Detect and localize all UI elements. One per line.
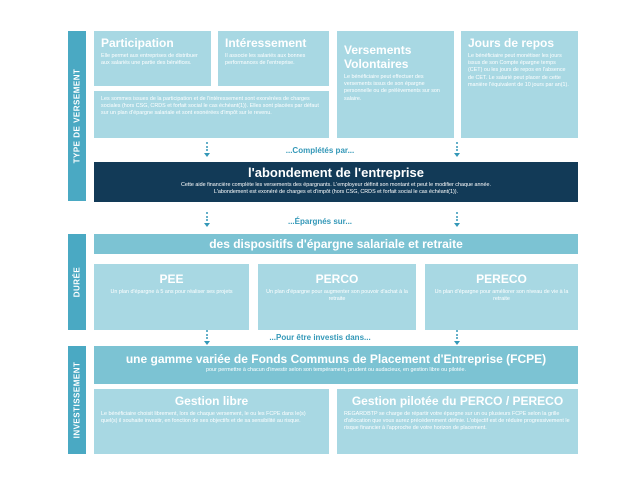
- arrow-down-icon: [454, 330, 460, 345]
- pereco-title: PERECO: [476, 272, 527, 286]
- jours-title: Jours de repos: [468, 36, 555, 50]
- pee-title: PEE: [159, 272, 184, 286]
- interessement-title: Intéressement: [225, 36, 307, 50]
- perco-text: Un plan d'épargne pour augmenter son pou…: [266, 289, 408, 303]
- gestion-pilotee-title: Gestion pilotée du PERCO / PERECO: [351, 394, 564, 408]
- gestion-libre-box: Gestion libre Le bénéficiaire choisit li…: [94, 389, 329, 454]
- sidebar-label-duree: DURÉE: [72, 266, 82, 298]
- participation-interessement-detail-box: Les sommes issues de la participation et…: [94, 91, 329, 138]
- pee-text: Un plan d'épargne à 5 ans pour réaliser …: [110, 289, 233, 295]
- abondement-line2: L'abondement est exonéré de charges et d…: [213, 189, 459, 196]
- fcpe-box: une gamme variée de Fonds Communs de Pla…: [94, 346, 578, 384]
- participation-box: Participation Elle permet aux entreprise…: [94, 31, 211, 86]
- versements-title: Versements Volontaires: [344, 43, 412, 71]
- gestion-libre-text: Le bénéficiaire choisit librement, lors …: [101, 411, 306, 425]
- versements-volontaires-box: Versements Volontaires Le bénéficiaire p…: [337, 31, 454, 138]
- dispositifs-box: des dispositifs d'épargne salariale et r…: [94, 234, 578, 254]
- jours-de-repos-box: Jours de repos Le bénéficiaire peut moné…: [461, 31, 578, 138]
- gestion-libre-title: Gestion libre: [174, 394, 249, 408]
- interessement-box: Intéressement Il associe les salariés au…: [218, 31, 329, 86]
- arrow-down-icon: [204, 330, 210, 345]
- arrow-down-icon: [204, 212, 210, 227]
- abondement-line1: Cette aide financière complète les verse…: [181, 182, 491, 188]
- perco-title: PERCO: [315, 272, 359, 286]
- connector-epargnes-sur: ...Épargnés sur...: [287, 217, 353, 226]
- pereco-box: PERECO Un plan d'épargne pour améliorer …: [425, 264, 578, 330]
- sidebar-type-versement: TYPE DE VERSEMENT: [68, 31, 86, 201]
- versements-text: Le bénéficiaire peut effectuer des verse…: [344, 74, 440, 102]
- sidebar-label-investissement: INVESTISSEMENT: [72, 361, 82, 439]
- pee-box: PEE Un plan d'épargne à 5 ans pour réali…: [94, 264, 249, 330]
- arrow-down-icon: [204, 142, 210, 157]
- fcpe-title: une gamme variée de Fonds Communs de Pla…: [125, 352, 547, 366]
- pereco-text: Un plan d'épargne pour améliorer son niv…: [434, 289, 569, 303]
- sidebar-duree: DURÉE: [68, 234, 86, 330]
- connector-completes-par: ...Complétés par...: [285, 146, 355, 155]
- interessement-text: Il associe les salariés aux bonnes perfo…: [225, 53, 306, 67]
- abondement-title: l'abondement de l'entreprise: [248, 165, 424, 180]
- dispositifs-title: des dispositifs d'épargne salariale et r…: [209, 237, 463, 251]
- perco-box: PERCO Un plan d'épargne pour augmenter s…: [258, 264, 416, 330]
- gestion-pilotee-box: Gestion pilotée du PERCO / PERECO REGARD…: [337, 389, 578, 454]
- arrow-down-icon: [454, 142, 460, 157]
- participation-interessement-detail-text: Les sommes issues de la participation et…: [101, 96, 319, 117]
- sidebar-investissement: INVESTISSEMENT: [68, 346, 86, 454]
- arrow-down-icon: [454, 212, 460, 227]
- gestion-pilotee-text: REGARDBTP se charge de répartir votre ép…: [344, 411, 570, 432]
- abondement-box: l'abondement de l'entreprise Cette aide …: [94, 162, 578, 202]
- fcpe-text: pour permettre à chacun d'investir selon…: [206, 367, 466, 373]
- participation-title: Participation: [101, 36, 174, 50]
- participation-text: Elle permet aux entreprises de distribue…: [101, 53, 198, 67]
- connector-investis-dans: ...Pour être investis dans...: [269, 333, 371, 342]
- jours-text: Le bénéficiaire peut monétiser les jours…: [468, 53, 569, 88]
